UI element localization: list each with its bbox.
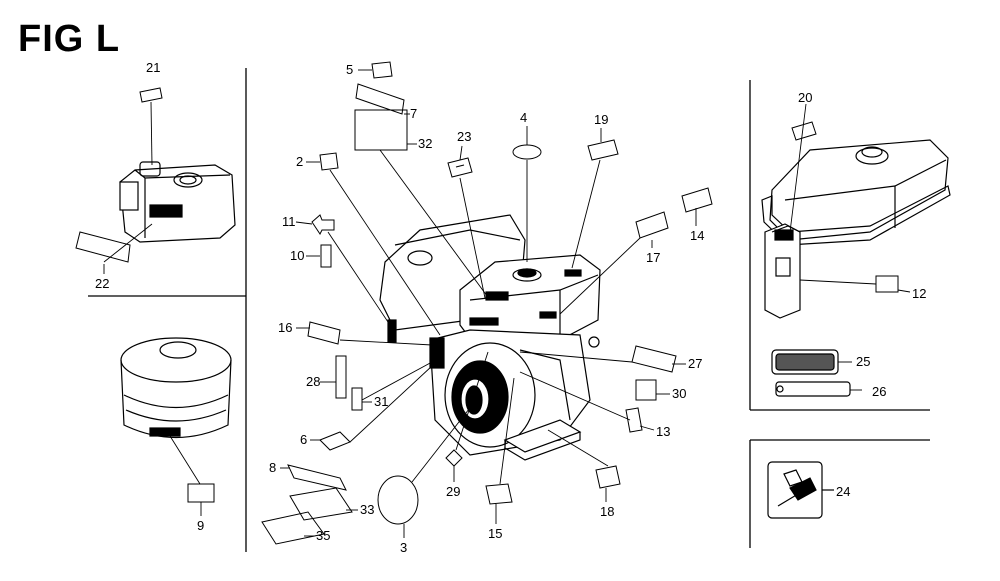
decal-31: [351, 387, 363, 411]
decal-21: [139, 87, 163, 103]
decal-30: [635, 379, 657, 401]
callout-19: 19: [594, 112, 608, 127]
decal-26: [775, 381, 851, 397]
decal-18: [595, 465, 621, 489]
callout-30: 30: [672, 386, 686, 401]
callout-25: 25: [856, 354, 870, 369]
decal-13: [625, 407, 643, 433]
callout-14: 14: [690, 228, 704, 243]
callout-3: 3: [400, 540, 407, 555]
decal-32: [354, 109, 408, 151]
decal-8: [287, 464, 347, 491]
callout-15: 15: [488, 526, 502, 541]
callout-28: 28: [306, 374, 320, 389]
decal-14: [681, 187, 713, 213]
decal-3: [377, 475, 419, 525]
callout-32: 32: [418, 136, 432, 151]
callout-21: 21: [146, 60, 160, 75]
decal-20: [791, 121, 817, 141]
decal-19: [587, 139, 619, 161]
callout-13: 13: [656, 424, 670, 439]
callout-numbers: 21 22 9 5 7 32 2 23 4 19 11 10 17 14 16 …: [95, 60, 926, 555]
callout-6: 6: [300, 432, 307, 447]
callout-16: 16: [278, 320, 292, 335]
callout-2: 2: [296, 154, 303, 169]
decal-23: [447, 157, 473, 178]
air-cleaner: [120, 337, 232, 438]
decal-10: [320, 244, 332, 268]
decal-6: [319, 431, 351, 451]
callout-4: 4: [520, 110, 527, 125]
callout-26: 26: [872, 384, 886, 399]
label-24: [767, 461, 834, 519]
callout-35: 35: [316, 528, 330, 543]
callout-17: 17: [646, 250, 660, 265]
callout-18: 18: [600, 504, 614, 519]
decal-29: [445, 449, 463, 467]
decal-22: [75, 231, 131, 263]
decal-9: [187, 483, 215, 503]
leader-lines: [103, 101, 641, 485]
callout-7: 7: [410, 106, 417, 121]
decal-16: [307, 321, 341, 345]
decal-33: [289, 487, 353, 521]
callout-27: 27: [688, 356, 702, 371]
decal-11: [311, 214, 335, 235]
figure-title: FIG L: [18, 18, 121, 60]
callout-33: 33: [360, 502, 374, 517]
callout-10: 10: [290, 248, 304, 263]
fuel-tank-small: [119, 161, 236, 243]
callout-22: 22: [95, 276, 109, 291]
decal-27: [631, 345, 677, 373]
callout-23: 23: [457, 129, 471, 144]
callout-11: 11: [282, 214, 296, 229]
callout-8: 8: [269, 460, 276, 475]
decal-17: [635, 211, 669, 239]
callout-20: 20: [798, 90, 812, 105]
decal-28: [335, 355, 347, 399]
panel-dividers: [88, 68, 930, 552]
engine-assembly: [379, 214, 601, 461]
callout-9: 9: [197, 518, 204, 533]
decal-12: [875, 275, 899, 293]
decal-5: [371, 61, 393, 79]
decal-2: [319, 152, 339, 171]
callout-24: 24: [836, 484, 850, 499]
decal-7: [355, 83, 405, 115]
callout-ticks: [103, 69, 911, 538]
right-leader-lines: [789, 103, 877, 391]
decal-35: [261, 511, 325, 545]
callout-31: 31: [374, 394, 388, 409]
callout-29: 29: [446, 484, 460, 499]
callout-12: 12: [912, 286, 926, 301]
callout-5: 5: [346, 62, 353, 77]
decal-15: [485, 483, 513, 505]
fuel-tank-large: [761, 139, 951, 319]
decal-4: [512, 144, 542, 160]
decal-25: [771, 349, 839, 375]
